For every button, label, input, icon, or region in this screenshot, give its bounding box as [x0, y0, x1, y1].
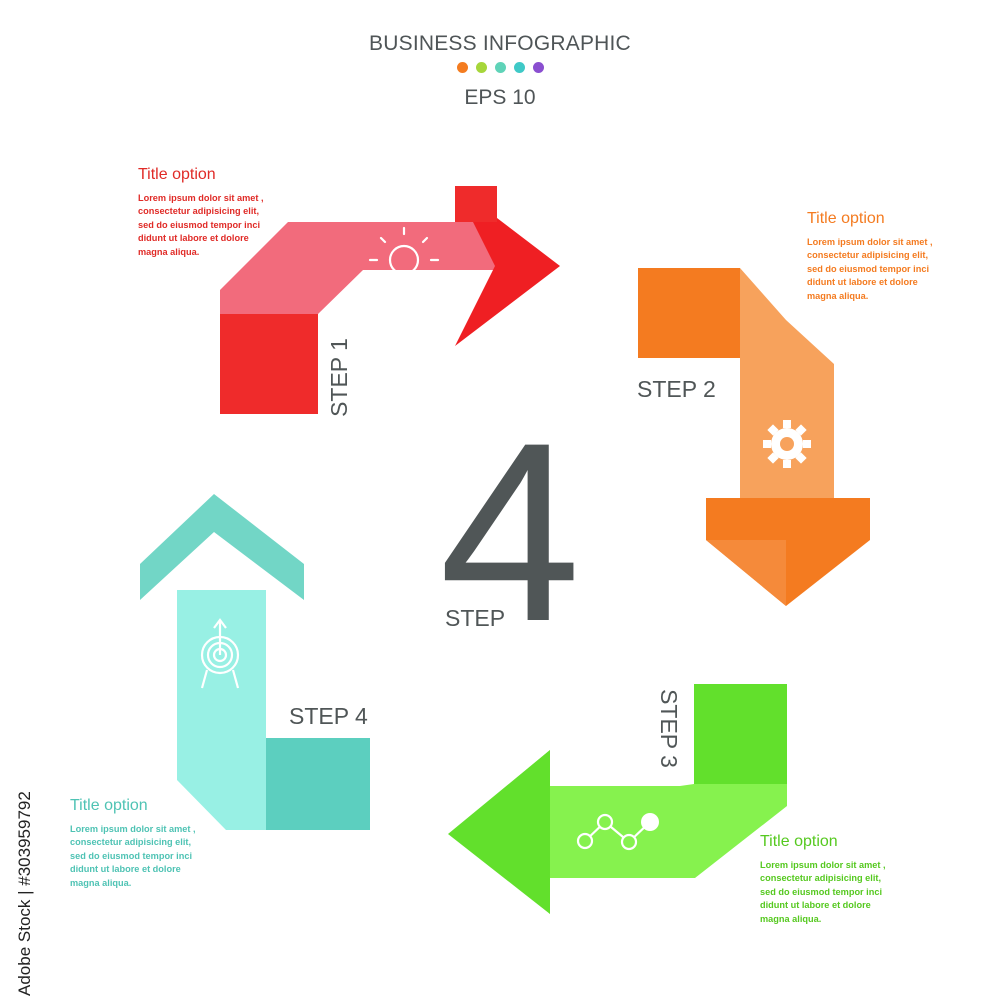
color-dots	[0, 62, 1000, 73]
step-4-description: Lorem ipsum dolor sit amet , consectetur…	[70, 823, 196, 890]
step-2-line: sed do eiusmod tempor inci	[807, 263, 930, 274]
watermark-text: Adobe Stock | #303959792	[15, 791, 34, 996]
step-2-line: Lorem ipsum dolor sit amet ,	[807, 237, 933, 247]
step-2-arrow	[638, 268, 870, 606]
gear-icon	[763, 420, 811, 468]
step-2-description: Lorem ipsum dolor sit amet , consectetur…	[807, 236, 933, 303]
center-step-count: 4	[439, 390, 581, 675]
lightbulb-icon	[368, 226, 440, 292]
step-1-title: Title option	[138, 166, 216, 183]
step-1-line: didunt ut labore et dolore	[138, 233, 249, 244]
step-4-line: sed do eiusmod tempor inci	[70, 850, 193, 861]
step-1-arrow	[220, 186, 560, 414]
step-3-line: sed do eiusmod tempor inci	[760, 886, 883, 897]
dot-teal	[513, 62, 525, 73]
step-1-line: sed do eiusmod tempor inci	[138, 219, 261, 230]
step-4-text-block: Title option Lorem ipsum dolor sit amet …	[70, 797, 196, 890]
step-2-line: consectetur adipisicing elit,	[807, 250, 928, 261]
step-3-text-block: Title option Lorem ipsum dolor sit amet …	[760, 833, 886, 926]
dot-lime	[475, 62, 487, 73]
step-4-title: Title option	[70, 797, 148, 814]
stock-watermark: Adobe Stock | #303959792	[15, 791, 34, 996]
step-3-line: didunt ut labore et dolore	[760, 900, 871, 911]
dot-purple	[532, 62, 544, 73]
target-icon	[200, 618, 240, 689]
step-3-line: magna aliqua.	[760, 913, 822, 924]
step-2-line: magna aliqua.	[807, 290, 869, 301]
step-2-text-block: Title option Lorem ipsum dolor sit amet …	[807, 210, 933, 303]
step-2-title: Title option	[807, 210, 885, 227]
step-1-line: magna aliqua.	[138, 246, 200, 257]
infographic-title: BUSINESS INFOGRAPHIC	[369, 32, 631, 55]
step-3-label: STEP 3	[655, 689, 682, 768]
step-3-line: Lorem ipsum dolor sit amet ,	[760, 860, 886, 870]
center-step-label: STEP	[445, 605, 506, 631]
step-4-line: Lorem ipsum dolor sit amet ,	[70, 824, 196, 834]
step-4-label: STEP 4	[289, 703, 368, 729]
dot-mint	[494, 62, 506, 73]
infographic-subtitle: EPS 10	[464, 86, 536, 109]
step-4-line: didunt ut labore et dolore	[70, 864, 181, 875]
step-4-line: consectetur adipisicing elit,	[70, 837, 191, 848]
step-3-title: Title option	[760, 833, 838, 850]
step-1-label: STEP 1	[325, 338, 352, 417]
step-1-line: consectetur adipisicing elit,	[138, 206, 259, 217]
step-1-text-block: Title option Lorem ipsum dolor sit amet …	[138, 166, 264, 259]
step-1-description: Lorem ipsum dolor sit amet , consectetur…	[138, 192, 264, 259]
step-3-arrow	[448, 684, 787, 914]
dot-orange	[456, 62, 468, 73]
step-4-line: magna aliqua.	[70, 877, 132, 888]
connected-dots-icon	[576, 813, 659, 851]
step-4-arrow	[140, 494, 370, 830]
step-3-line: consectetur adipisicing elit,	[760, 873, 881, 884]
step-3-description: Lorem ipsum dolor sit amet , consectetur…	[760, 859, 886, 926]
step-2-label: STEP 2	[637, 376, 716, 402]
step-1-line: Lorem ipsum dolor sit amet ,	[138, 193, 264, 203]
step-2-line: didunt ut labore et dolore	[807, 277, 918, 288]
